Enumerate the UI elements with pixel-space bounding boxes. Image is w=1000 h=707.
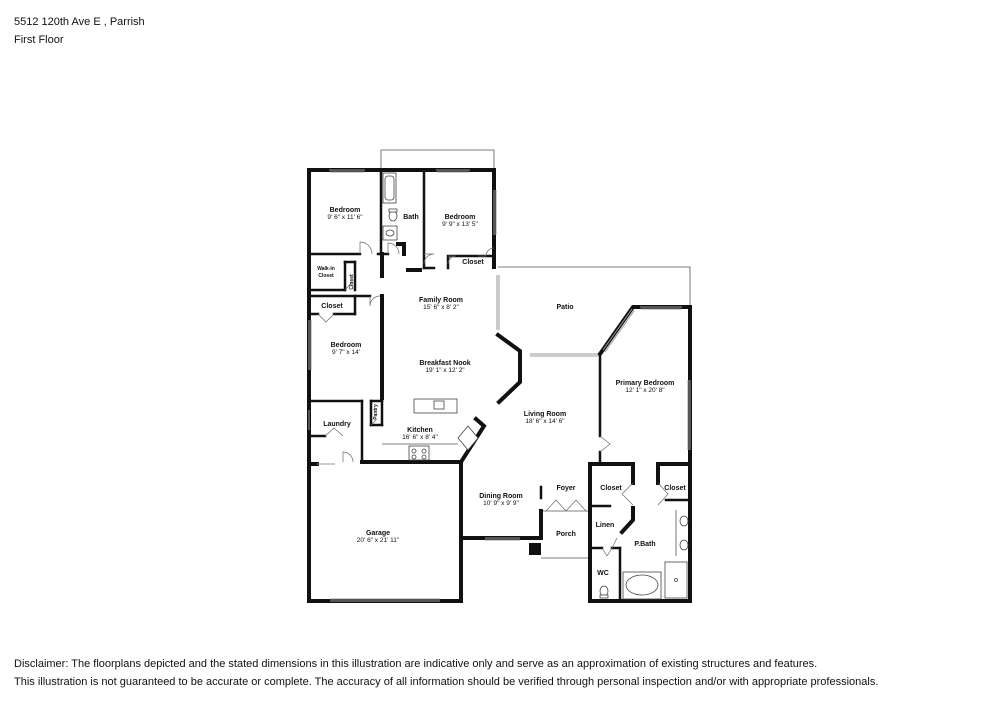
family-room-dims: 15' 6" x 8' 2"	[423, 304, 459, 311]
porch-name: Porch	[556, 531, 576, 538]
closet-w-name: Closet	[321, 303, 343, 310]
primary-bedroom-name: Primary Bedroom	[616, 380, 675, 387]
garage-dims: 20' 6" x 21' 11"	[357, 537, 400, 544]
dining-room-name: Dining Room	[479, 493, 523, 500]
bedroom-w-name: Bedroom	[331, 342, 362, 349]
closet-p2-name: Closet	[664, 485, 686, 492]
door-swings	[317, 241, 669, 557]
kitchen-dims: 16' 6" x 8' 4"	[402, 434, 438, 441]
living-room-name: Living Room	[524, 411, 566, 418]
bath-name: Bath	[403, 214, 419, 221]
walkin-name-2: Closet	[318, 273, 334, 279]
wc-name: WC	[597, 570, 609, 577]
living-room-dims: 18' 6" x 14' 6"	[525, 418, 565, 425]
disclaimer-line-1: Disclaimer: The floorplans depicted and …	[14, 658, 818, 670]
interior-walls	[307, 168, 692, 603]
foyer-name: Foyer	[556, 485, 575, 492]
breakfast-nook-dims: 19' 1" x 12' 2"	[425, 367, 465, 374]
closet-ne-name: Closet	[462, 259, 484, 266]
kitchen-name: Kitchen	[407, 427, 433, 434]
fixtures	[382, 172, 689, 600]
property-address: 5512 120th Ave E , Parrish	[14, 16, 145, 28]
closet-small-name: Closet	[349, 274, 355, 290]
bedroom-nw-name: Bedroom	[330, 207, 361, 214]
primary-bedroom-dims: 12' 1" x 20' 8"	[625, 387, 665, 394]
patio-name: Patio	[556, 304, 573, 311]
outdoor-outlines	[380, 149, 691, 559]
pantry-name: Pantry	[373, 404, 379, 420]
bedroom-nw-dims: 9' 6" x 11' 6"	[327, 214, 363, 221]
bedroom-w-dims: 9' 7" x 14'	[332, 349, 360, 356]
laundry-name: Laundry	[323, 421, 351, 428]
walkin-name-1: Walk-In	[317, 266, 335, 272]
pbath-name: P.Bath	[634, 541, 655, 548]
room-labels: Bedroom 9' 6" x 11' 6" Bath Bedroom 9' 9…	[317, 207, 686, 577]
floor-label: First Floor	[14, 34, 64, 46]
garage-name: Garage	[366, 530, 390, 537]
breakfast-nook-name: Breakfast Nook	[419, 360, 470, 367]
linen-name: Linen	[596, 522, 615, 529]
windows	[308, 169, 691, 602]
disclaimer-line-2: This illustration is not guaranteed to b…	[14, 676, 879, 688]
bedroom-ne-name: Bedroom	[445, 214, 476, 221]
closet-p1-name: Closet	[600, 485, 622, 492]
family-room-name: Family Room	[419, 297, 463, 304]
bedroom-ne-dims: 9' 9" x 13' 5"	[442, 221, 478, 228]
dining-room-dims: 10' 9" x 9' 9"	[483, 500, 519, 507]
